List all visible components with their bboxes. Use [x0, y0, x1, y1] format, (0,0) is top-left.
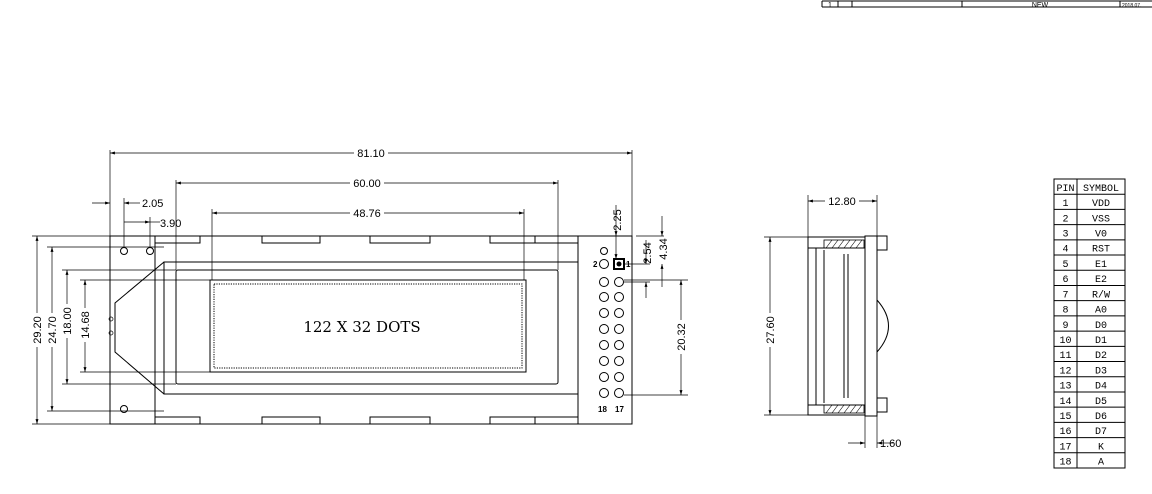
table-cell-pin: 2	[1062, 214, 1068, 225]
table-cell-symbol: R/W	[1092, 289, 1110, 301]
table-cell-symbol: D2	[1095, 351, 1107, 362]
table-header-pin: PIN	[1056, 184, 1074, 195]
dim-pin-pitch: 2.54	[642, 242, 654, 263]
view-area	[175, 269, 559, 385]
table-cell-symbol: D3	[1095, 366, 1107, 377]
table-cell-pin: 18	[1059, 458, 1071, 469]
table-cell-symbol: D0	[1095, 321, 1107, 332]
dim-pin-offset: 2.25	[612, 209, 624, 230]
table-cell-pin: 1	[1062, 199, 1068, 210]
pin-table: PIN SYMBOL 1 VDD 2 VSS 3 V0 4 RST 5 E1 6 E2 7 R/W 8 A0 9 D0…	[1053, 178, 1126, 469]
dim-pin-span: 20.32	[676, 323, 688, 351]
table-header-symbol: SYMBOL	[1083, 184, 1119, 195]
table-cell-pin: 10	[1059, 336, 1071, 347]
mount-hole-3	[120, 405, 128, 413]
table-cell-symbol: E2	[1095, 275, 1107, 286]
pin-label-2: 2	[593, 260, 598, 269]
table-cell-symbol: VSS	[1092, 214, 1110, 225]
table-cell-pin: 12	[1059, 366, 1071, 377]
dim-hole-x1: 2.05	[142, 198, 163, 210]
dim-overall-width: 81.10	[357, 148, 385, 160]
front-view: 122 X 32 DOTS 2 1 18 17	[31, 147, 688, 425]
table-cell-pin: 13	[1059, 382, 1071, 393]
pcb-outline	[109, 235, 633, 425]
table-cell-pin: 3	[1062, 229, 1068, 240]
table-cell-symbol: RST	[1092, 245, 1110, 256]
pin-label-17: 17	[615, 405, 624, 414]
title-rev: 1	[828, 2, 832, 9]
table-cell-pin: 7	[1062, 290, 1068, 301]
table-cell-symbol: D4	[1095, 382, 1107, 393]
mount-hole-2	[146, 247, 154, 255]
dim-side-height: 27.60	[765, 316, 777, 344]
dim-active-area-width: 48.76	[353, 208, 381, 220]
dim-overall-height: 29.20	[32, 316, 44, 344]
pin-label-1: 1	[626, 260, 631, 269]
table-cell-symbol: E1	[1095, 260, 1107, 271]
table-cell-symbol: D5	[1095, 397, 1107, 408]
glass-outline	[163, 261, 579, 395]
side-view: 12.80 27.60 1.60	[764, 195, 901, 450]
table-cell-symbol: VDD	[1092, 199, 1110, 210]
active-area-outer	[209, 279, 527, 373]
table-cell-symbol: A0	[1095, 306, 1107, 317]
dim-pcb-thickness: 1.60	[880, 438, 901, 450]
pin-label-18: 18	[598, 405, 607, 414]
bezel-tabs-bottom	[154, 416, 579, 424]
side-body	[807, 236, 866, 416]
table-cell-pin: 4	[1062, 245, 1068, 256]
table-cell-pin: 8	[1062, 306, 1068, 317]
table-cell-symbol: D7	[1095, 427, 1107, 438]
table-cell-pin: 9	[1062, 321, 1068, 332]
dim-pcb-height: 24.70	[47, 316, 59, 344]
bezel-tabs-top	[154, 236, 579, 244]
title-desc: NEW	[1032, 2, 1049, 9]
table-cell-pin: 5	[1062, 260, 1068, 271]
dim-hole-x2: 3.90	[160, 218, 181, 230]
dim-active-area-height: 14.68	[80, 311, 92, 339]
display-label: 122 X 32 DOTS	[303, 318, 420, 336]
dim-pin-top: 4.34	[658, 238, 670, 259]
pin-header	[599, 258, 625, 398]
table-cell-symbol: K	[1098, 442, 1104, 453]
table-cell-symbol: D1	[1095, 336, 1107, 347]
mount-hole-4	[600, 247, 608, 255]
table-cell-symbol: A	[1098, 458, 1104, 469]
table-cell-symbol: V0	[1095, 229, 1107, 240]
title-block: 1 NEW 2018.07.	[821, 0, 1152, 9]
mount-hole-1	[120, 247, 128, 255]
table-cell-symbol: D6	[1095, 412, 1107, 423]
dim-view-area-width: 60.00	[353, 178, 381, 190]
table-cell-pin: 17	[1059, 442, 1071, 453]
active-area-dots	[213, 283, 523, 369]
table-cell-pin: 14	[1059, 397, 1071, 408]
title-date: 2018.07.	[1122, 3, 1141, 9]
table-cell-pin: 16	[1059, 427, 1071, 438]
dim-side-depth: 12.80	[828, 196, 856, 208]
backlight-taper	[114, 261, 165, 395]
dim-view-area-height: 18.00	[62, 307, 74, 335]
table-cell-pin: 15	[1059, 412, 1071, 423]
table-cell-pin: 11	[1059, 351, 1071, 362]
table-cell-pin: 6	[1062, 275, 1068, 286]
